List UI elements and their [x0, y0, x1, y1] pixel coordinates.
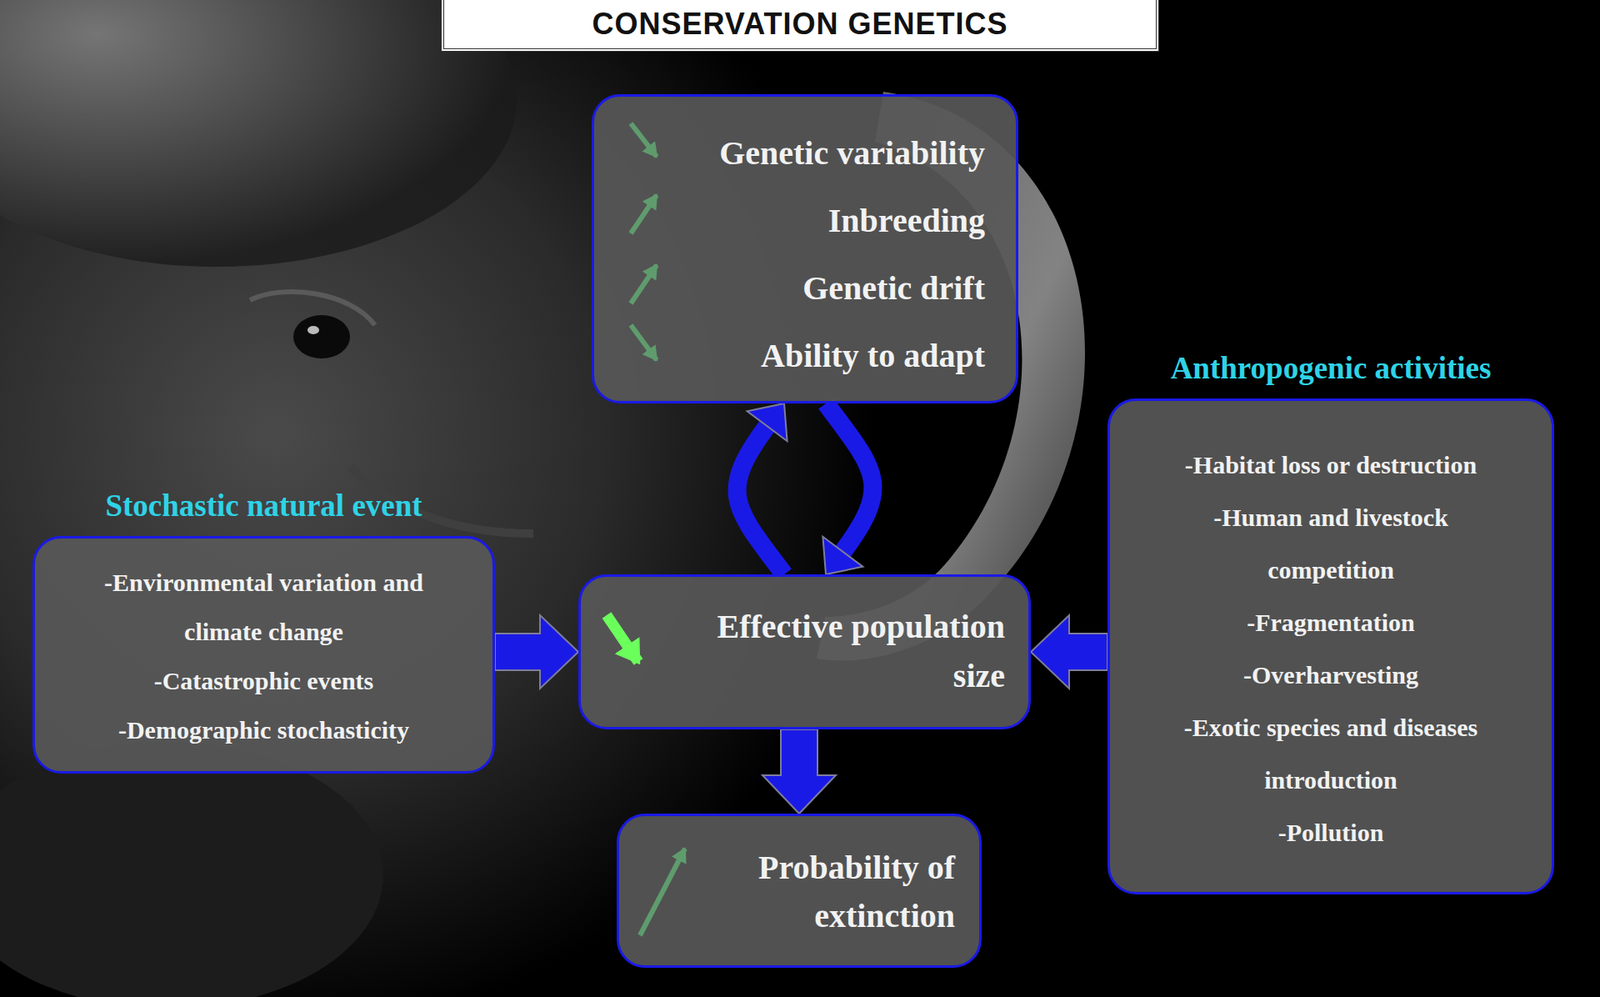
box-text: -Habitat loss or destruction	[1166, 438, 1495, 491]
block-arrow	[495, 615, 579, 689]
box-text: Effective population size	[672, 601, 1005, 700]
box-text: -Fragmentation	[1166, 595, 1495, 649]
connector	[822, 403, 873, 575]
buffalo-muzzle	[0, 741, 384, 997]
decrease-arrow	[606, 615, 639, 662]
connector	[495, 615, 579, 689]
box-text: -Environmental variation and climate cha…	[85, 557, 443, 656]
box-text: -Overharvesting	[1166, 648, 1495, 701]
box-text: -Pollution	[1166, 805, 1495, 859]
population-box: Effective population size	[578, 574, 1031, 730]
title-box: CONSERVATION GENETICS	[440, 0, 1160, 52]
increase-arrow	[630, 195, 657, 234]
connector	[737, 403, 788, 575]
block-arrow	[1030, 615, 1108, 689]
anthropogenic-box: Anthropogenic activities-Habitat loss or…	[1107, 398, 1555, 895]
box-heading: Stochastic natural event	[0, 487, 543, 525]
box-text: -Demographic stochasticity	[85, 705, 443, 755]
cycle-arrow-body	[825, 403, 873, 552]
decrease-arrow	[630, 325, 657, 360]
increase-arrow	[630, 265, 657, 304]
diagram-title: CONSERVATION GENETICS	[591, 6, 1008, 42]
box-heading: Anthropogenic activities	[1060, 350, 1600, 387]
decrease-arrow	[630, 123, 657, 157]
box-text: Probability of extinction	[710, 843, 955, 940]
effects-box: Genetic variabilityInbreedingGenetic dri…	[591, 94, 1019, 404]
box-text: Inbreeding	[685, 186, 985, 255]
box-text: -Exotic species and diseases introductio…	[1166, 700, 1495, 806]
box-text: Genetic variability	[685, 119, 985, 187]
cycle-arrow-body	[737, 425, 785, 575]
connector	[1030, 615, 1108, 689]
extinction-box: Probability of extinction	[616, 813, 982, 968]
box-text: Ability to adapt	[685, 321, 985, 390]
buffalo-eye	[293, 315, 350, 359]
box-text: -Catastrophic events	[85, 655, 443, 705]
connector	[762, 729, 836, 814]
cycle-arrow-head	[822, 536, 863, 575]
cycle-arrow-head	[747, 403, 788, 441]
increase-arrow	[640, 848, 685, 935]
stochastic-box: Stochastic natural event-Environmental v…	[32, 535, 495, 774]
box-text: -Human and livestock competition	[1166, 490, 1495, 596]
eye-highlight	[307, 325, 320, 335]
block-arrow	[762, 729, 836, 814]
buffalo-horn-boss	[0, 0, 517, 267]
box-text: Genetic drift	[685, 254, 985, 322]
eyelid-wrinkle	[250, 291, 375, 325]
